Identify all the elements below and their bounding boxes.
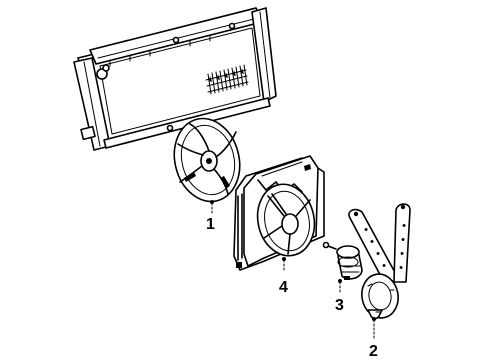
motor-bracket (348, 203, 411, 339)
callout-2-label: 2 (369, 343, 378, 360)
radiator-fins (205, 64, 249, 95)
fan-shroud (233, 155, 325, 273)
radiator (73, 7, 277, 151)
callout-3-label: 3 (335, 297, 344, 314)
callout-4-label: 4 (279, 279, 288, 296)
callout-1-label: 1 (206, 216, 215, 233)
fan-motor (322, 241, 363, 295)
fan-blade (173, 117, 241, 214)
